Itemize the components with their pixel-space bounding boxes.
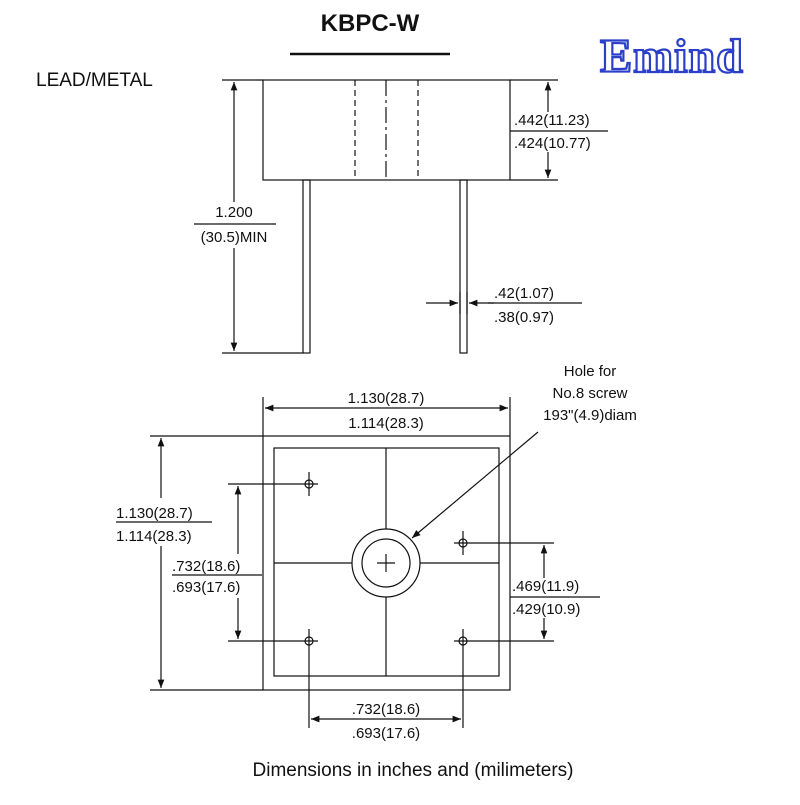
- pin-v-spacing-max: .732(18.6): [172, 558, 240, 575]
- hole-note-line3: 193"(4.9)diam: [543, 407, 637, 424]
- pin-offset-max: .469(11.9): [512, 578, 579, 595]
- body-height-max: .442(11.23): [514, 112, 590, 129]
- pin-top-left: [300, 472, 318, 496]
- width-min: 1.114(28.3): [348, 415, 424, 432]
- hole-note-line1: Hole for: [564, 363, 617, 380]
- hole-note-line2: No.8 screw: [552, 385, 627, 402]
- lead-type-label: LEAD/METAL: [36, 70, 153, 91]
- pin-offset-min: .429(10.9): [512, 601, 580, 618]
- hole-leader-arrow: [411, 431, 539, 539]
- package-title: KBPC-W: [321, 10, 420, 37]
- height-max: 1.130(28.7): [116, 505, 193, 522]
- pin-right-upper: [454, 531, 472, 555]
- top-view: [116, 397, 600, 728]
- lead-length-inch: 1.200: [215, 204, 253, 221]
- pin-h-spacing-max: .732(18.6): [352, 701, 420, 718]
- dimensions-footnote: Dimensions in inches and (milimeters): [253, 760, 574, 781]
- pin-bottom-right: [454, 629, 472, 653]
- body-height-min: .424(10.77): [514, 135, 591, 152]
- lead-length-mm: (30.5)MIN: [201, 229, 268, 246]
- side-view: [194, 79, 608, 354]
- outer-outline: [262, 435, 511, 691]
- brand-logo: Emind: [600, 30, 744, 83]
- pin-v-spacing-min: .693(17.6): [172, 579, 240, 596]
- lead-width-min: .38(0.97): [494, 309, 554, 326]
- lead-width-max: .42(1.07): [494, 285, 554, 302]
- height-min: 1.114(28.3): [116, 528, 192, 545]
- pin-bottom-left: [300, 629, 318, 653]
- width-max: 1.130(28.7): [348, 390, 425, 407]
- lead-right: [459, 179, 468, 354]
- lead-left: [302, 179, 311, 354]
- pin-h-spacing-min: .693(17.6): [352, 725, 420, 742]
